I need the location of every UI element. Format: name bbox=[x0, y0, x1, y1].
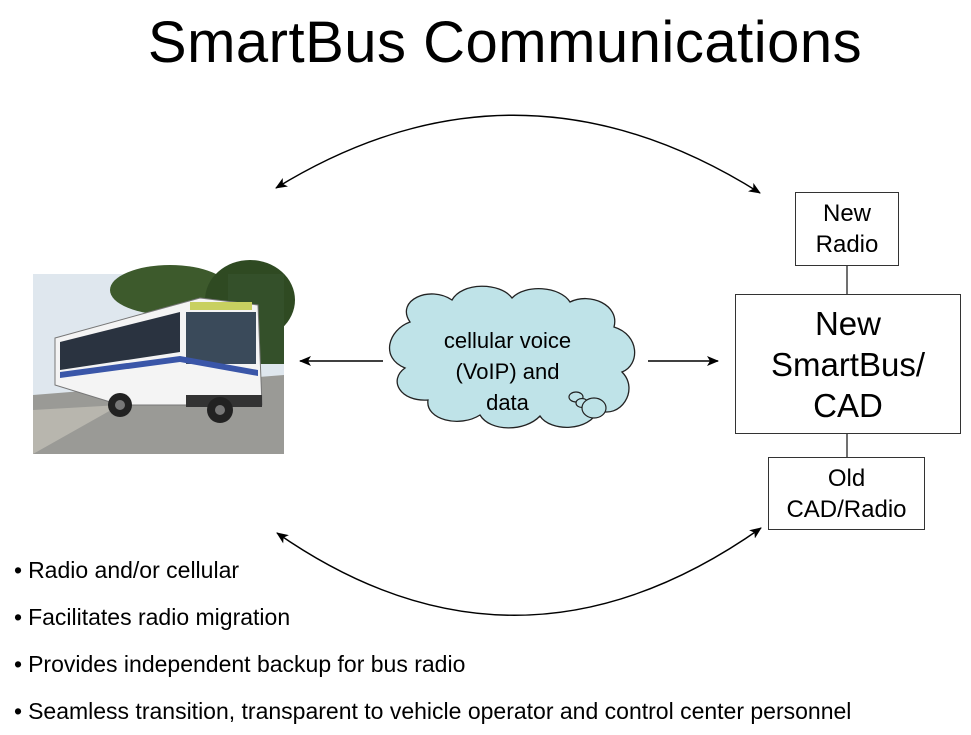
old-cad-radio-box: Old CAD/Radio bbox=[768, 457, 925, 530]
bullet-item: Seamless transition, transparent to vehi… bbox=[14, 688, 851, 735]
bullet-item: Provides independent backup for bus radi… bbox=[14, 641, 851, 688]
old-cad-line-2: CAD/Radio bbox=[786, 495, 907, 523]
cloud-line-1: cellular voice bbox=[443, 328, 572, 353]
bus-photo bbox=[33, 260, 295, 454]
new-radio-line-1: New bbox=[822, 200, 871, 227]
top-double-arrow bbox=[275, 114, 761, 194]
smartbus-line-2: SmartBus/ bbox=[770, 345, 926, 383]
smartbus-line-1: New bbox=[814, 304, 881, 342]
smartbus-line-3: CAD bbox=[813, 386, 883, 424]
cloud-line-2: (VoIP) and bbox=[455, 359, 560, 384]
new-radio-line-2: Radio bbox=[815, 231, 879, 258]
smartbus-cad-box: New SmartBus/ CAD bbox=[735, 294, 961, 434]
bullet-item: Facilitates radio migration bbox=[14, 594, 851, 641]
bullet-list: Radio and/or cellular Facilitates radio … bbox=[14, 547, 851, 735]
cloud-line-3: data bbox=[486, 390, 529, 415]
bullet-item: Radio and/or cellular bbox=[14, 547, 851, 594]
cloud-label: cellular voice (VoIP) and data bbox=[420, 325, 595, 418]
new-radio-box: New Radio bbox=[795, 192, 899, 266]
cloud-shape bbox=[388, 285, 636, 429]
slide-title: SmartBus Communications bbox=[147, 10, 863, 75]
old-cad-line-1: Old bbox=[827, 464, 866, 492]
